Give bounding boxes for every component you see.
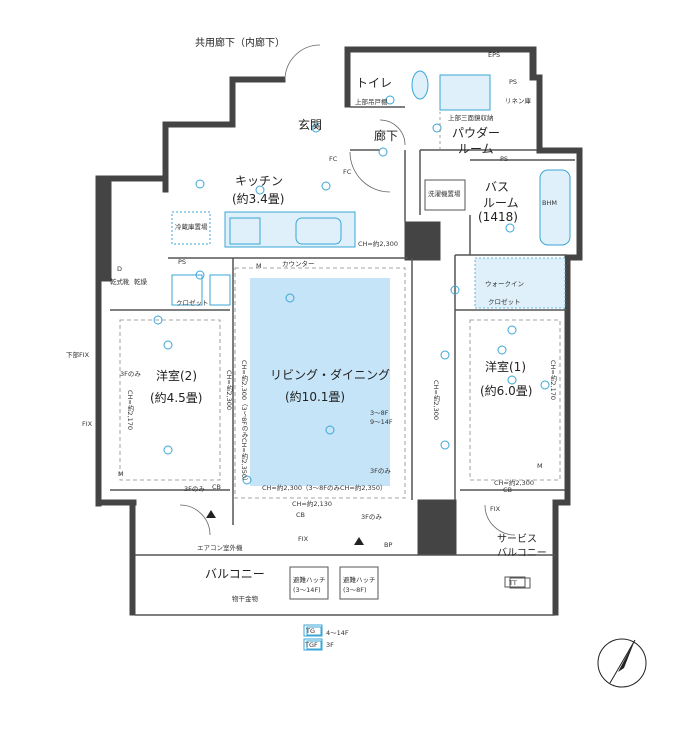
- tg-floor: 4～14F: [326, 629, 349, 637]
- counter-label: カウンター: [282, 260, 315, 268]
- ch-lower: CH=約2,130: [292, 500, 332, 508]
- fix-label: FIX: [298, 535, 309, 543]
- tt-tag: TT: [509, 579, 517, 587]
- ch-w2: CH=約2,170: [126, 390, 134, 430]
- ch-living: CH=約2,300（3～8FのみCH=約2,350）: [262, 484, 387, 492]
- western2-label-1: 洋室(2): [156, 369, 197, 383]
- hatch-label-1b: (3～14F): [293, 586, 321, 594]
- evac-hatch-1: [289, 566, 329, 600]
- cb-tag-2: CB: [296, 511, 305, 519]
- shoe-label-1: 乾式靴: [110, 278, 130, 286]
- ps-label-b: PS: [500, 155, 509, 163]
- bath-tag: BHM: [542, 199, 557, 207]
- m-tag-3: M: [256, 262, 262, 270]
- service-label-1: サービス: [497, 534, 537, 545]
- living-area: [250, 278, 390, 486]
- hatch-label-1a: 避難ハッチ: [293, 576, 326, 584]
- eps-label: EPS: [488, 51, 501, 59]
- floor-3f-only: 3Fのみ: [370, 467, 391, 475]
- living-label-2: (約10.1畳): [285, 390, 346, 404]
- powder-label-2: ルーム: [458, 142, 494, 156]
- hatch-label-2b: (3～8F): [343, 586, 367, 594]
- shoe-label-2: 乾燥: [134, 278, 147, 286]
- floor-3f-w2: 3Fのみ: [120, 370, 141, 378]
- floor-914: 9～14F: [370, 418, 393, 426]
- closet-label-small: クロゼット: [176, 299, 209, 307]
- powder-vanity: [439, 74, 491, 111]
- door-swings: [179, 44, 516, 536]
- toilet-label: トイレ: [356, 76, 393, 90]
- toilet-cabinet-label: 上部吊戸棚: [355, 98, 388, 106]
- fridge-label: 冷蔵庫置場: [175, 223, 208, 231]
- evac-hatch-2: [339, 566, 379, 600]
- western1-label-2: (約6.0畳): [480, 384, 533, 398]
- bath-label-1: バス: [485, 180, 510, 194]
- ch-w2b: CH=約2,300: [225, 370, 233, 410]
- m-tag-2: M: [537, 462, 543, 470]
- fix-side-label: FIX: [82, 420, 93, 428]
- bath-label-2: ルーム: [483, 196, 519, 210]
- walkin-closet-area: [474, 257, 566, 309]
- cb-tag-1: CB: [212, 483, 221, 491]
- fc-tag-2: FC: [343, 168, 352, 176]
- evac-bar-label: エアコン室外機: [197, 544, 243, 552]
- balcony-label: バルコニー: [205, 567, 265, 581]
- hanger-label: 物干金物: [232, 595, 258, 603]
- tg-tag: TG: [306, 627, 316, 635]
- ch-mid: CH=約2,300（3～8FのみCH=約2,350）: [240, 360, 248, 485]
- entrance-label: 玄関: [298, 118, 323, 132]
- ps-label-c: PS: [178, 258, 187, 266]
- western1-label-1: 洋室(1): [485, 360, 526, 374]
- walkin-label-1: ウォークイン: [485, 280, 524, 288]
- corridor-label: 共用廊下（内廊下）: [195, 38, 285, 49]
- ps-label-a: PS: [509, 78, 518, 86]
- washer-space: [424, 179, 466, 211]
- d-label: D: [117, 265, 123, 273]
- hallway-label: 廊下: [374, 129, 399, 143]
- bathtub: [539, 169, 571, 246]
- kitchen-sink: [295, 217, 342, 245]
- lower-fix-label: 下部FIX: [66, 351, 90, 359]
- tgf-floor: 3F: [326, 641, 334, 649]
- hatch-label-2a: 避難ハッチ: [343, 576, 376, 584]
- ch-w1: CH=約2,170: [549, 360, 557, 400]
- floor-38: 3～8F: [370, 409, 389, 417]
- floor-3f-only-2: 3Fのみ: [184, 485, 205, 493]
- floor-3f-only-3: 3Fのみ: [361, 513, 382, 521]
- walkin-label-2: クロゼット: [488, 298, 521, 306]
- washer-label: 洗濯機置場: [428, 190, 461, 198]
- ch-w1b: CH=約2,300: [432, 380, 440, 420]
- walls: [95, 46, 583, 616]
- powder-label-1: パウダー: [452, 126, 501, 140]
- fridge-space: [171, 211, 211, 245]
- mirror-storage-label: 上部三面鏡収納: [448, 114, 494, 122]
- cooktop: [229, 217, 261, 245]
- tgf-tag: TGF: [305, 641, 318, 649]
- bath-label-3: (1418): [478, 210, 518, 224]
- fc-tag: FC: [329, 155, 338, 163]
- linen-label: リネン庫: [505, 97, 531, 105]
- fix-label-2: FIX: [490, 505, 501, 513]
- service-label-2: バルコニー: [497, 548, 547, 559]
- kitchen-label-1: キッチン: [235, 174, 284, 188]
- living-label-1: リビング・ダイニング: [270, 368, 391, 382]
- kitchen-label-2: (約3.4畳): [232, 192, 285, 206]
- western2-label-2: (約4.5畳): [150, 391, 203, 405]
- m-tag-1: M: [118, 470, 124, 478]
- ch-w1c: CH=約2,300: [494, 479, 534, 487]
- cb-tag-3: CB: [503, 486, 512, 494]
- compass: [597, 638, 647, 688]
- bp-tag: BP: [384, 541, 393, 549]
- kitchen-counter: [224, 211, 356, 248]
- toilet-bowl: [411, 70, 429, 100]
- interior-walls: [110, 106, 575, 616]
- light-fixtures: [153, 95, 550, 485]
- ch-kitchen: CH=約2,300: [358, 240, 398, 248]
